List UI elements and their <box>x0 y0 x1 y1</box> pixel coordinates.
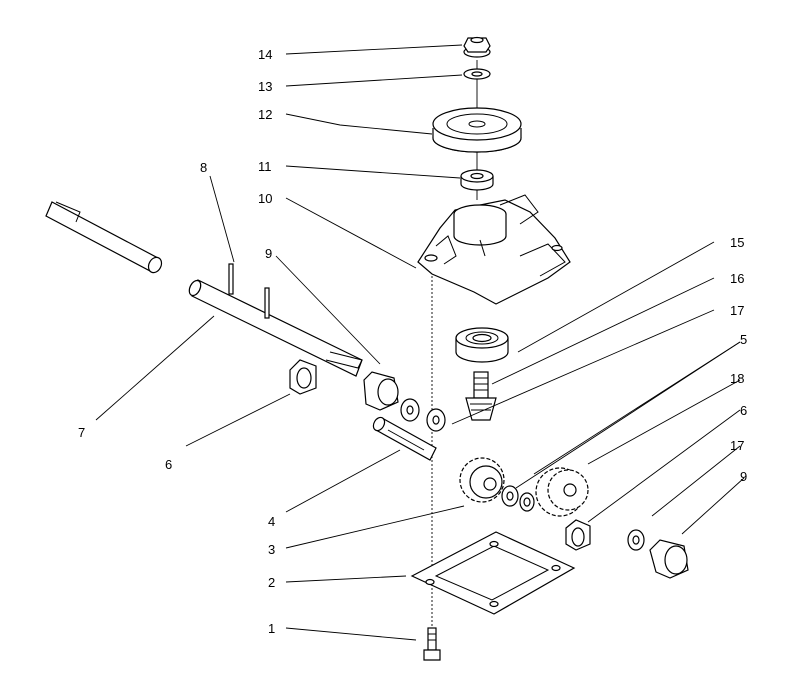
part-9-spacer-left <box>363 371 399 411</box>
part-1-bolt <box>423 627 441 661</box>
callout-15: 15 <box>730 235 744 250</box>
callout-11: 11 <box>258 159 272 174</box>
part-5-washers <box>501 485 535 512</box>
part-6-bushing-right <box>565 519 591 551</box>
part-6-bushing-left <box>289 359 317 395</box>
part-2-base-plate <box>410 531 576 615</box>
drive-tube <box>45 201 163 274</box>
part-15-bearing <box>455 327 509 363</box>
part-12-pulley <box>432 107 522 153</box>
part-16-pinion <box>465 371 497 421</box>
washers-left <box>400 398 446 432</box>
callout-4: 4 <box>268 514 275 529</box>
callout-9-right: 9 <box>740 469 747 484</box>
part-18-gear <box>535 467 589 517</box>
callout-17-lower: 17 <box>730 438 744 453</box>
callout-3: 3 <box>268 542 275 557</box>
callout-10: 10 <box>258 191 272 206</box>
callout-14: 14 <box>258 47 272 62</box>
leader-lines <box>95 44 745 641</box>
callout-5: 5 <box>740 332 747 347</box>
callout-7: 7 <box>78 425 85 440</box>
callout-2: 2 <box>268 575 275 590</box>
callout-8: 8 <box>200 160 207 175</box>
callout-12: 12 <box>258 107 272 122</box>
part-3-gear <box>459 457 505 503</box>
callout-6-left: 6 <box>165 457 172 472</box>
callout-9-left: 9 <box>265 246 272 261</box>
part-13-washer <box>463 68 491 80</box>
part-4-shaft <box>372 416 437 461</box>
part-10-gear-housing <box>417 194 571 305</box>
part-14-flange-nut <box>463 36 491 58</box>
part-9-spacer-right <box>649 539 689 579</box>
part-8-pins <box>228 263 270 319</box>
callout-18: 18 <box>730 371 744 386</box>
callout-labels: 14 13 12 11 10 8 9 7 6 4 3 2 1 15 16 17 … <box>78 47 747 636</box>
callout-6-right: 6 <box>740 403 747 418</box>
callout-17-upper: 17 <box>730 303 744 318</box>
callout-16: 16 <box>730 271 744 286</box>
callout-13: 13 <box>258 79 272 94</box>
callout-1: 1 <box>268 621 275 636</box>
part-17-washer-right <box>627 529 645 551</box>
part-11-spacer <box>460 169 494 191</box>
part-7-axle <box>188 279 363 377</box>
